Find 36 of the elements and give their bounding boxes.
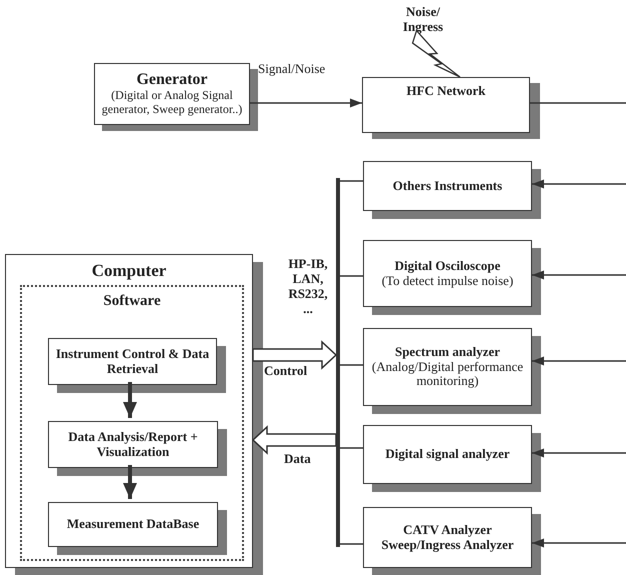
hollow-arrow [252, 340, 338, 370]
connector-line [340, 180, 363, 182]
arrow [532, 538, 626, 548]
arrow [123, 465, 137, 499]
edge-label: Signal/Noise [258, 62, 326, 77]
node-description: (To detect impulse noise) [382, 274, 514, 288]
hollow-arrow [252, 425, 337, 455]
arrow [532, 356, 626, 366]
software-box [20, 285, 244, 561]
bus-label: HP-IB, LAN, RS232, ... [287, 257, 329, 317]
node-title: Others Instruments [392, 178, 502, 194]
node-title: Generator [136, 71, 208, 90]
node-title: CATV Analyzer Sweep/Ingress Analyzer [380, 522, 515, 552]
arrow [532, 180, 626, 188]
node-title: Measurement DataBase [66, 517, 200, 532]
node-title: Software [103, 293, 161, 310]
connector-line [340, 275, 363, 277]
connector-line [340, 543, 363, 545]
node-description: (Analog/Digital performance monitoring) [370, 360, 524, 390]
node-title: Spectrum analyzer [394, 344, 500, 360]
lightning-bolt [412, 29, 461, 78]
node-title: Computer [92, 261, 166, 281]
node-title: Data Analysis/Report + Visualization [67, 430, 199, 460]
node-description: (Digital or Analog Signal generator, Sweep generator..) [100, 89, 244, 117]
arrow [532, 270, 626, 280]
node-title: Digital Osciloscope [394, 258, 500, 274]
arrow [532, 448, 626, 458]
connector-line [340, 364, 363, 366]
node-title: Instrument Control & Data Retrieval [54, 346, 210, 376]
node-title: Digital signal analyzer [385, 447, 510, 462]
connector-line [530, 102, 626, 104]
connector-line [340, 447, 363, 449]
node-title: HFC Network [406, 84, 486, 99]
arrow [250, 98, 362, 108]
arrow [123, 382, 137, 418]
noise-label: Noise/ Ingress [393, 4, 453, 36]
